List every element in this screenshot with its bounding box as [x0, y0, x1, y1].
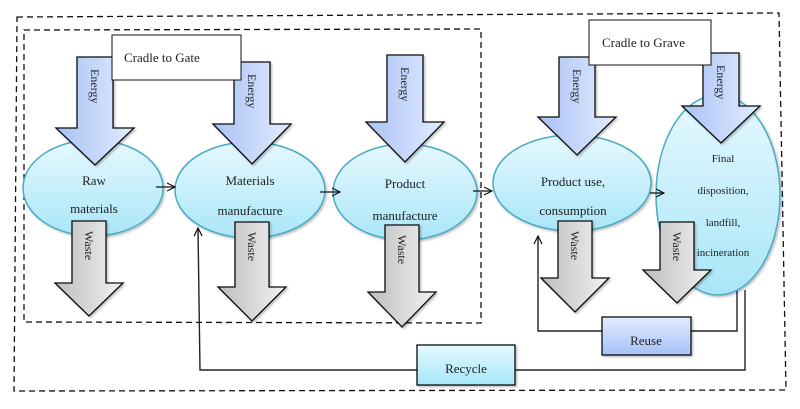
waste-output-arrow-materials-label: Waste [245, 232, 259, 261]
waste-output-arrow-use-label: Waste [568, 231, 582, 260]
cradle-to-gate-label-box: Cradle to Gate [111, 34, 242, 81]
waste-output-arrow-raw: Waste [53, 220, 125, 317]
energy-input-arrow-product: Energy [364, 54, 446, 163]
cradle-to-grave-label: Cradle to Grave [602, 35, 685, 50]
energy-input-arrow-materials: Energy [211, 61, 293, 165]
waste-output-arrow-raw-label: Waste [82, 231, 96, 260]
energy-input-arrow-materials-label: Energy [245, 74, 259, 108]
cradle-to-grave-label-box: Cradle to Grave [588, 19, 712, 66]
cradle-to-gate-label: Cradle to Gate [124, 50, 200, 65]
energy-input-arrow-use: Energy [536, 56, 618, 156]
stage-label-raw: materials [70, 201, 118, 216]
stage-label-materials: Materials [225, 173, 274, 188]
stage-label-final: landfill, [706, 217, 741, 229]
reuse-label: Reuse [630, 333, 662, 348]
waste-output-arrow-use: Waste [539, 220, 611, 313]
waste-output-arrow-materials: Waste [216, 221, 288, 322]
waste-output-arrow-final: Waste [641, 221, 713, 304]
stage-label-use: Product use, [541, 174, 605, 189]
energy-input-arrow-product-label: Energy [398, 67, 412, 101]
energy-input-arrow-final: Energy [680, 52, 762, 144]
stage-label-final: Final [712, 153, 735, 165]
cradle-to-gate-boundary [23, 28, 482, 324]
stage-label-product: Product [385, 176, 426, 191]
stage-label-product: manufacture [373, 208, 438, 223]
stage-label-raw: Raw [82, 173, 106, 188]
energy-input-arrow-final-label: Energy [714, 65, 728, 99]
energy-input-arrow-use-label: Energy [570, 69, 584, 103]
stage-label-materials: manufacture [218, 203, 283, 218]
reuse-box [601, 316, 692, 356]
stage-label-use: consumption [539, 203, 607, 218]
recycle-box [416, 344, 516, 386]
cradle-to-grave-boundary [13, 12, 787, 392]
stage-label-final: disposition, [697, 185, 748, 197]
waste-output-arrow-product-label: Waste [395, 235, 409, 264]
stage-label-final: incineration [697, 247, 750, 259]
energy-input-arrow-raw-label: Energy [88, 69, 102, 103]
recycle-label: Recycle [445, 361, 487, 376]
waste-output-arrow-final-label: Waste [670, 232, 684, 261]
waste-output-arrow-product: Waste [366, 224, 438, 328]
